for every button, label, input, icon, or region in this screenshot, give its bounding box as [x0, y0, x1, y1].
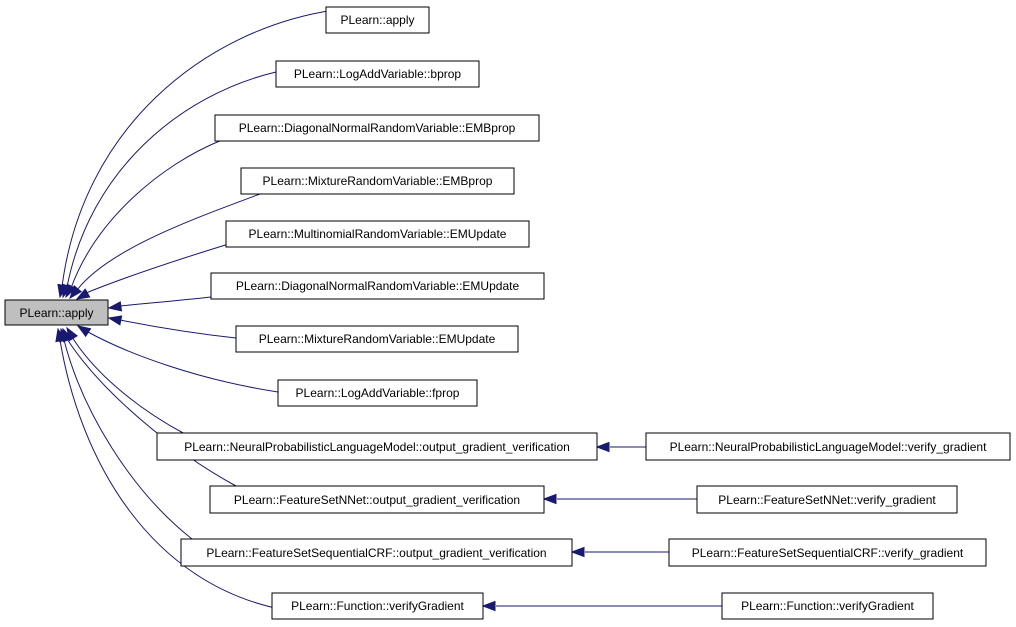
arrowhead-icon [76, 325, 92, 338]
node-label: PLearn::FeatureSetNNet::output_gradient_… [234, 493, 520, 507]
arrowhead-icon [107, 315, 123, 326]
node-label: PLearn::LogAddVariable::fprop [296, 386, 460, 400]
arrowhead-icon [481, 600, 496, 612]
arrowhead-icon [75, 288, 91, 300]
caller-node-apply[interactable]: PLearn::apply [325, 6, 430, 34]
arrowhead-icon [595, 441, 610, 453]
call-edge-n5-to-root [85, 242, 233, 294]
call-edge-n3-to-root [70, 139, 223, 289]
call-edge-n4-to-root [76, 193, 261, 291]
caller-node-diagnormal-embprop[interactable]: PLearn::DiagonalNormalRandomVariable::EM… [214, 114, 540, 142]
node-label: PLearn::MultinomialRandomVariable::EMUpd… [249, 227, 507, 241]
caller-node-fscrf-output-gradient[interactable]: PLearn::FeatureSetSequentialCRF::output_… [180, 538, 573, 567]
arrowhead-icon [65, 283, 77, 299]
caller-node-logadd-fprop[interactable]: PLearn::LogAddVariable::fprop [277, 379, 478, 407]
node-label: PLearn::FeatureSetSequentialCRF::verify_… [692, 546, 964, 560]
arrowhead-icon [69, 285, 83, 300]
call-edge-n7-to-root [119, 319, 237, 339]
caller-node-mixture-emupdate[interactable]: PLearn::MixtureRandomVariable::EMUpdate [235, 325, 519, 353]
arrowhead-icon [107, 301, 123, 312]
caller-node-nplm-output-gradient[interactable]: PLearn::NeuralProbabilisticLanguageModel… [156, 432, 598, 461]
edge-layer [55, 9, 722, 612]
node-label: PLearn::Function::verifyGradient [741, 599, 914, 613]
node-label: PLearn::apply [340, 13, 414, 27]
call-edge-n10-to-root [66, 338, 237, 487]
caller-node-fscrf-verify-gradient[interactable]: PLearn::FeatureSetSequentialCRF::verify_… [668, 538, 987, 567]
caller-node-function-verifygradient[interactable]: PLearn::Function::verifyGradient [271, 592, 484, 620]
node-label: PLearn::DiagonalNormalRandomVariable::EM… [236, 279, 520, 293]
node-label: PLearn::FeatureSetNNet::verify_gradient [718, 493, 936, 507]
node-layer: PLearn::apply PLearn::apply PLearn::LogA… [4, 6, 1011, 620]
node-label: PLearn::MixtureRandomVariable::EMBprop [263, 174, 493, 188]
arrowhead-icon [542, 493, 557, 505]
caller-node-fsnnet-verify-gradient[interactable]: PLearn::FeatureSetNNet::verify_gradient [696, 485, 958, 514]
caller-node-multinomial-emupdate[interactable]: PLearn::MultinomialRandomVariable::EMUpd… [225, 220, 530, 248]
call-edge-n12-to-root [59, 339, 286, 611]
arrowhead-icon [55, 327, 66, 343]
caller-node-logadd-bprop[interactable]: PLearn::LogAddVariable::bprop [275, 60, 480, 88]
root-node[interactable]: PLearn::apply [4, 299, 109, 326]
root-node-label: PLearn::apply [19, 306, 93, 320]
caller-node-mixture-embprop[interactable]: PLearn::MixtureRandomVariable::EMBprop [240, 167, 515, 195]
caller-node-function-verifygradient-2[interactable]: PLearn::Function::verifyGradient [721, 592, 934, 620]
call-edge-n1-to-root [61, 9, 335, 288]
node-label: PLearn::NeuralProbabilisticLanguageModel… [184, 440, 570, 454]
call-edge-n11-to-root [63, 339, 193, 540]
node-label: PLearn::DiagonalNormalRandomVariable::EM… [239, 121, 516, 135]
arrowhead-icon [570, 546, 585, 558]
caller-node-diagnormal-emupdate[interactable]: PLearn::DiagonalNormalRandomVariable::EM… [210, 272, 545, 300]
node-label: PLearn::FeatureSetSequentialCRF::output_… [206, 546, 546, 560]
node-label: PLearn::LogAddVariable::bprop [294, 67, 462, 81]
call-edge-n8-to-root [87, 331, 279, 393]
caller-node-fsnnet-output-gradient[interactable]: PLearn::FeatureSetNNet::output_gradient_… [209, 485, 545, 514]
node-label: PLearn::NeuralProbabilisticLanguageModel… [670, 440, 988, 454]
caller-node-nplm-verify-gradient[interactable]: PLearn::NeuralProbabilisticLanguageModel… [645, 432, 1011, 461]
node-label: PLearn::MixtureRandomVariable::EMUpdate [259, 332, 496, 346]
call-edge-n9-to-root [71, 336, 186, 435]
call-edge-n2-to-root [66, 71, 277, 288]
call-edge-n6-to-root [119, 296, 212, 307]
node-label: PLearn::Function::verifyGradient [291, 599, 464, 613]
